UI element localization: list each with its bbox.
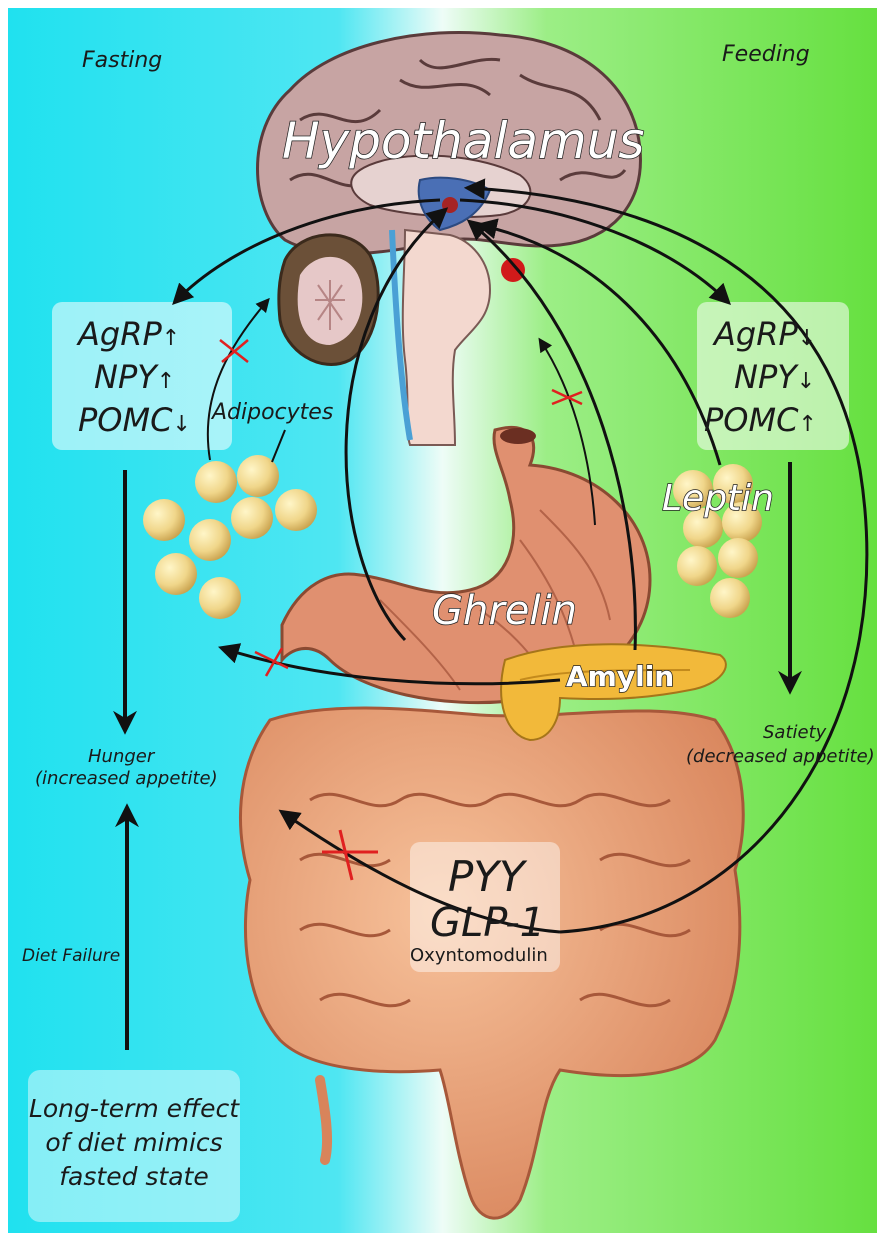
left-neuropeptide-list: AgRP↑ NPY↑ POMC↓ — [78, 315, 191, 444]
leptin-label: Leptin — [662, 478, 774, 519]
left-row-npy: NPY↑ — [78, 358, 191, 401]
longterm-line-2: of diet mimics — [28, 1126, 240, 1160]
hypothalamus-label: Hypothalamus — [282, 112, 644, 170]
longterm-text: Long-term effect of diet mimics fasted s… — [28, 1092, 240, 1194]
left-row-pomc: POMC↓ — [78, 401, 191, 444]
pyy-label: PYY — [448, 852, 525, 901]
amylin-label: Amylin — [566, 660, 674, 693]
right-row-agrp: AgRP↓ — [704, 315, 817, 358]
diet-failure-label: Diet Failure — [22, 946, 120, 966]
right-row-pomc: POMC↑ — [704, 401, 817, 444]
longterm-line-3: fasted state — [28, 1160, 240, 1194]
right-row-npy: NPY↓ — [704, 358, 817, 401]
hunger-sublabel: (increased appetite) — [35, 768, 218, 789]
ghrelin-label: Ghrelin — [432, 588, 577, 634]
satiety-sublabel: (decreased appetite) — [686, 746, 875, 767]
oxyntomodulin-label: Oxyntomodulin — [410, 945, 548, 966]
left-row-agrp: AgRP↑ — [78, 315, 191, 358]
adipocytes-label: Adipocytes — [212, 400, 333, 425]
feeding-label: Feeding — [722, 42, 810, 67]
satiety-label: Satiety — [763, 722, 826, 743]
glp1-label: GLP-1 — [430, 900, 545, 946]
hunger-label: Hunger — [88, 746, 154, 767]
right-neuropeptide-list: AgRP↓ NPY↓ POMC↑ — [704, 315, 817, 444]
fasting-label: Fasting — [82, 48, 162, 73]
longterm-line-1: Long-term effect — [28, 1092, 240, 1126]
